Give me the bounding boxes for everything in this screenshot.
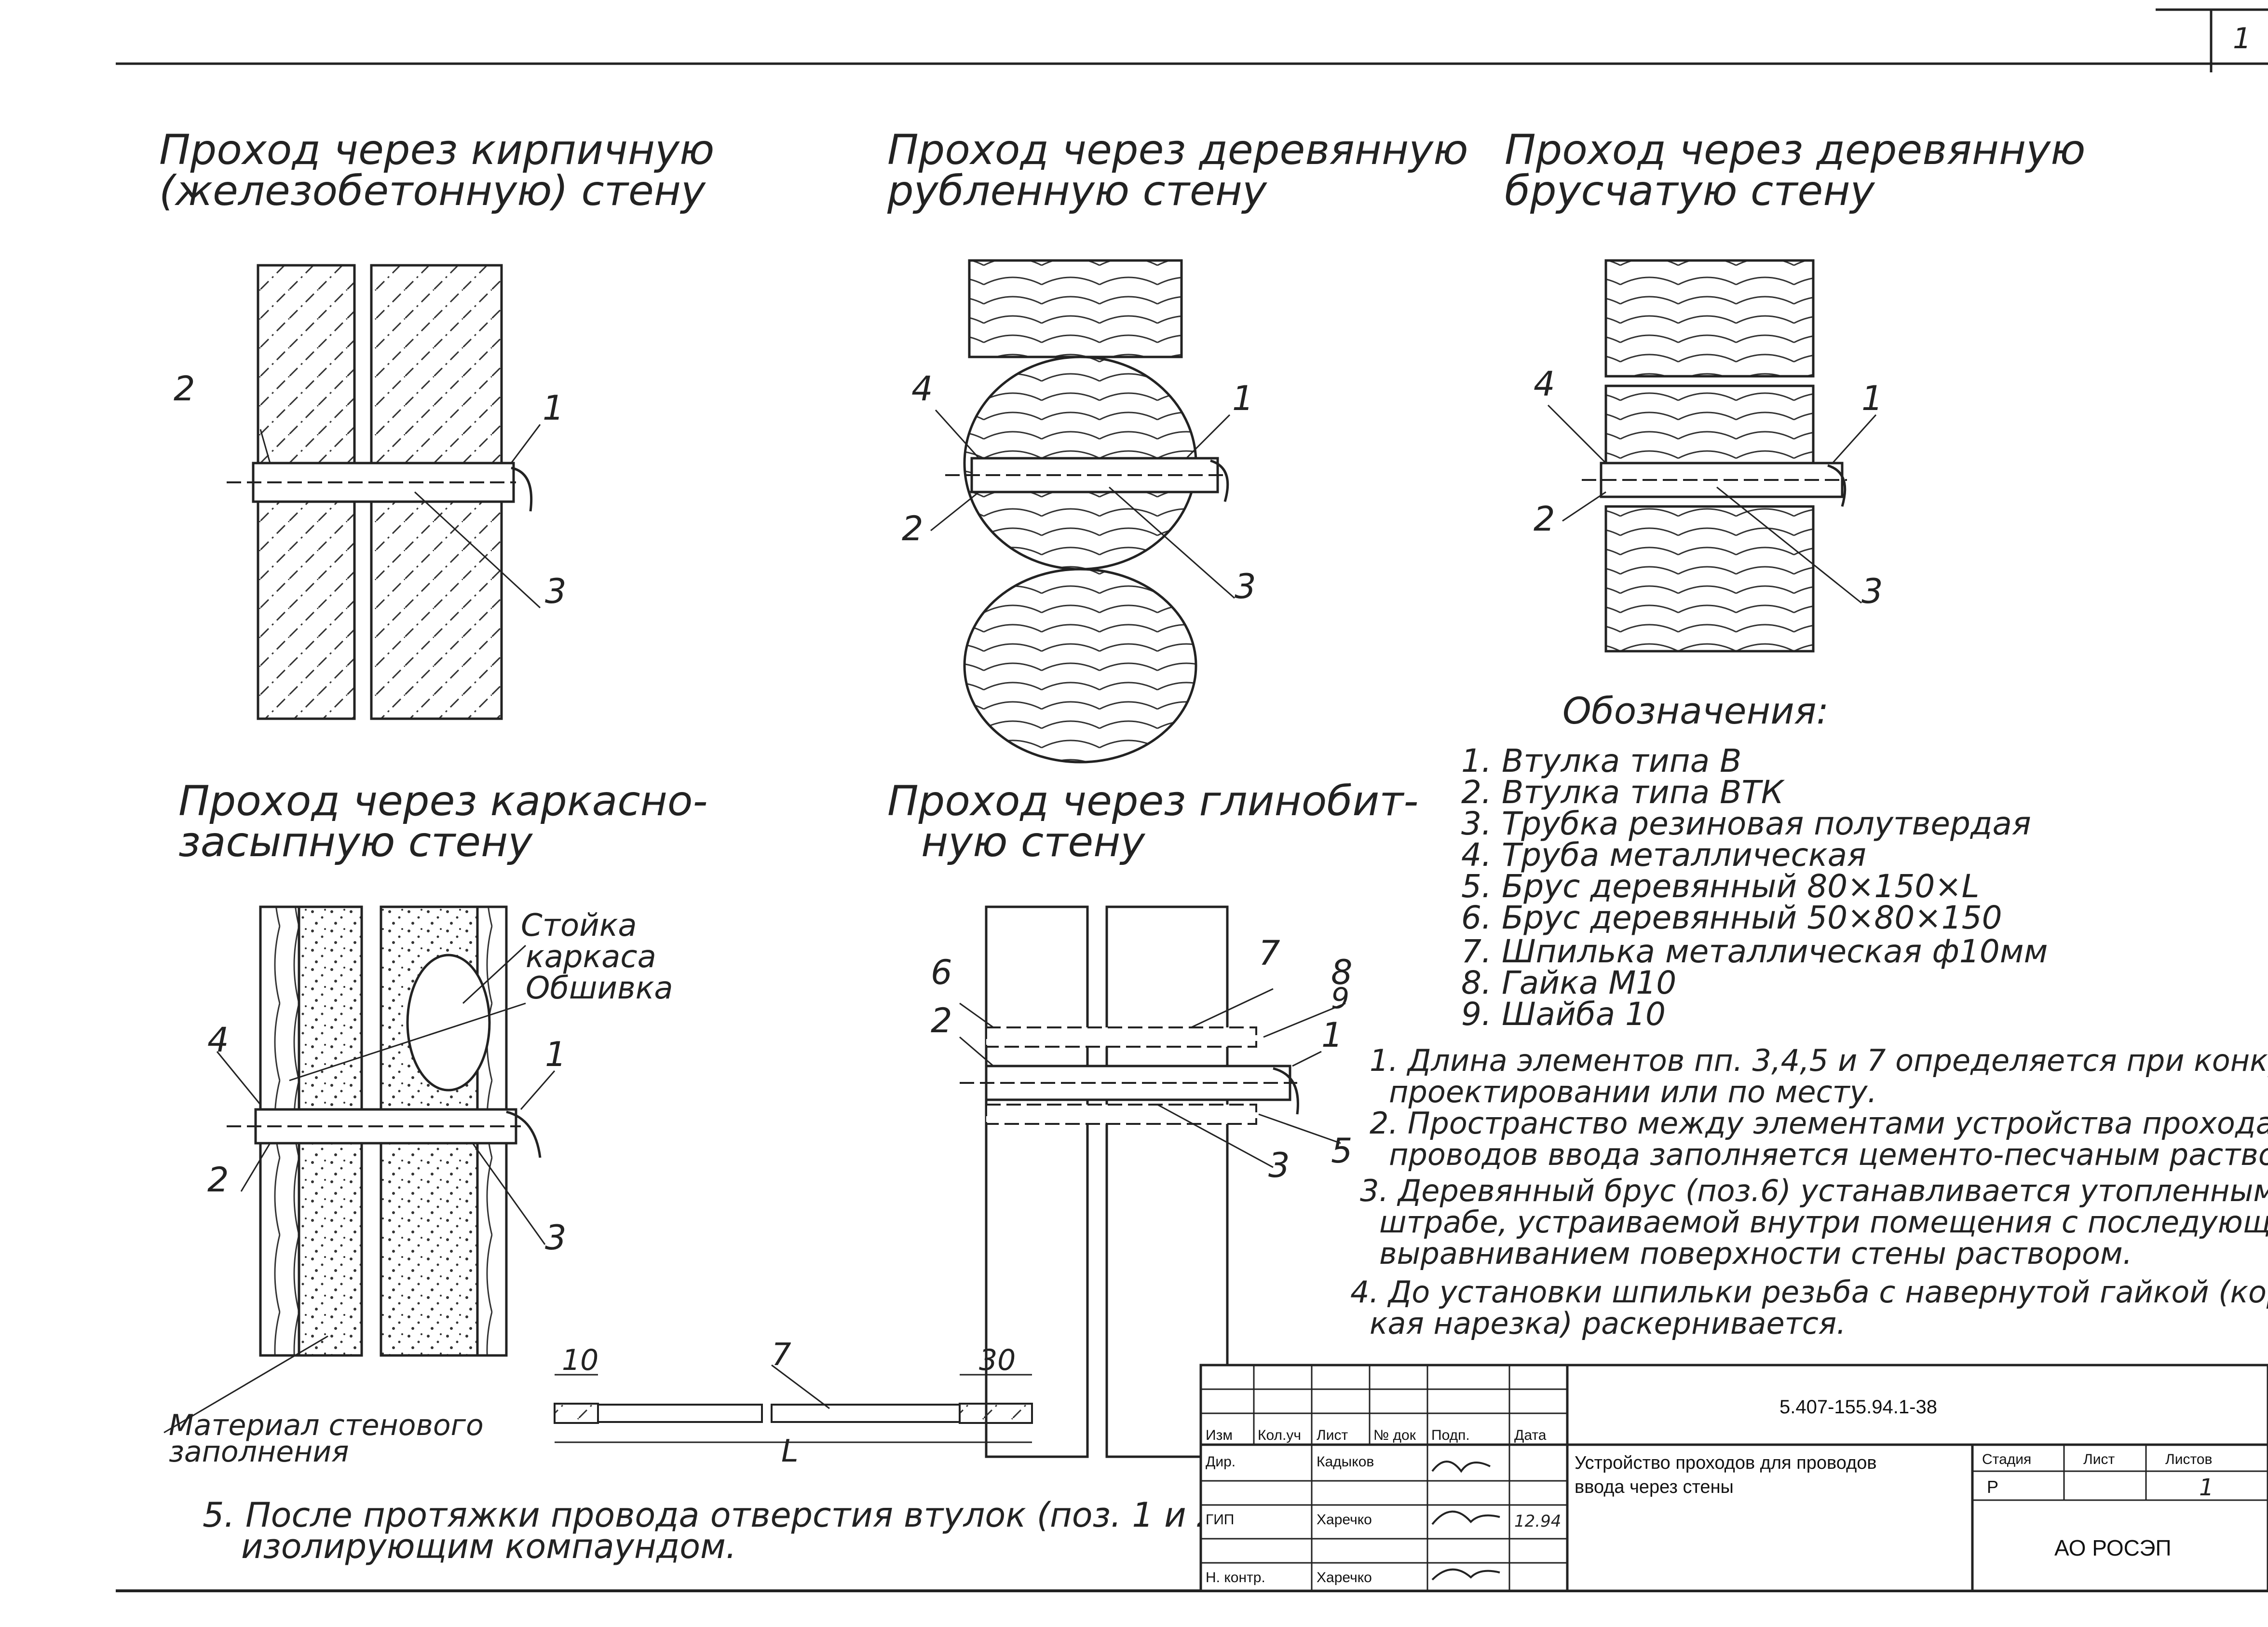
tb-sheets-header: Листов <box>2165 1451 2212 1467</box>
beam-title-line-2: брусчатую стену <box>1505 167 1875 215</box>
tb-header-doc: № док <box>1373 1427 1416 1443</box>
clay-callout-6: 6 <box>931 953 952 992</box>
clay-callout-2: 2 <box>931 1001 952 1040</box>
tb-row-2-role: ГИП <box>1206 1512 1234 1528</box>
clay-callout-7: 7 <box>1259 933 1280 973</box>
legend-item-7: 7. Шпилька металлическая ф10мм <box>1461 933 2048 970</box>
tb-row-3-role: Н. контр. <box>1206 1570 1265 1586</box>
log-title-line-2: рубленную стену <box>887 167 1267 215</box>
log-callout-2: 2 <box>902 509 923 548</box>
brick-title-line-2: (железобетонную) стену <box>159 167 706 215</box>
tb-sheets-value: 1 <box>2199 1474 2214 1501</box>
beam-callout-4: 4 <box>1534 364 1555 404</box>
legend-item-2: 2. Втулка типа ВТК <box>1461 774 1785 811</box>
frame-label-stoyka: Стойка <box>521 908 637 943</box>
note-1-line-1: 1. Длина элементов пп. 3,4,5 и 7 определ… <box>1370 1043 2268 1078</box>
frame-callout-3: 3 <box>545 1218 567 1258</box>
tb-name-line-2: ввода через стены <box>1575 1477 1734 1497</box>
legend-title: Обозначения: <box>1562 689 1829 732</box>
tb-sheet-header: Лист <box>2083 1451 2115 1467</box>
pin-callout-7: 7 <box>772 1337 791 1373</box>
note-1-line-2: проектировании или по месту. <box>1389 1074 1877 1109</box>
frame-label-obshivka: Обшивка <box>526 971 673 1006</box>
frame-title-line-1: Проход через каркасно- <box>178 777 708 825</box>
notes: 1. Длина элементов пп. 3,4,5 и 7 определ… <box>203 1043 2268 1566</box>
tb-stage-value: Р <box>1987 1477 1998 1497</box>
beam-wall-view: Проход через деревянную брусчатую стену … <box>1505 126 2086 653</box>
page-number: 1 <box>2233 22 2251 55</box>
note-3-line-3: выравниванием поверхности стены растворо… <box>1379 1236 2132 1271</box>
tb-row-1-name: Кадыков <box>1317 1454 1374 1470</box>
legend-item-4: 4. Труба металлическая <box>1461 836 1866 874</box>
tb-header-sign: Подп. <box>1431 1427 1470 1443</box>
brick-callout-3: 3 <box>545 572 567 611</box>
frame-label-filling: заполнения <box>169 1435 349 1469</box>
log-callout-3: 3 <box>1235 567 1256 606</box>
frame-label-material: Материал стенового <box>169 1408 484 1442</box>
pin-length-label: L <box>781 1434 799 1469</box>
frame-callout-1: 1 <box>545 1035 567 1074</box>
legend-item-5: 5. Брус деревянный 80×150×L <box>1461 868 1979 905</box>
note-5-line-1: 5. После протяжки провода отверстия втул… <box>203 1495 1364 1535</box>
tb-stage-header: Стадия <box>1982 1451 2031 1467</box>
clay-callout-3: 3 <box>1268 1146 1290 1185</box>
note-3-line-2: штрабе, устраиваемой внутри помещения с … <box>1379 1204 2268 1240</box>
brick-callout-1: 1 <box>543 388 564 428</box>
tb-row-2-name: Харечко <box>1317 1512 1372 1528</box>
tb-org: АО РОСЭП <box>2054 1535 2172 1560</box>
clay-callout-5: 5 <box>1331 1131 1353 1171</box>
log-title-line-1: Проход через деревянную <box>887 126 1468 174</box>
brick-callout-2: 2 <box>174 369 195 409</box>
log-wall-view: Проход через деревянную рубленную стену … <box>887 126 1468 764</box>
clay-wall-view: Проход через глинобит- ную стену 6 7 8 9… <box>887 777 1418 1458</box>
signature-2-icon <box>1431 1510 1500 1525</box>
note-4-line-1: 4. До установки шпильки резьба с наверну… <box>1350 1274 2268 1310</box>
beam-callout-1: 1 <box>1861 379 1883 418</box>
legend-item-6: 6. Брус деревянный 50×80×150 <box>1461 899 2002 936</box>
tb-row-1-role: Дир. <box>1206 1454 1236 1470</box>
tb-header-kol: Кол.уч <box>1258 1427 1301 1443</box>
note-4-line-2: кая нарезка) раскернивается. <box>1370 1306 1846 1341</box>
frame-label-karkasa: каркаса <box>526 939 656 975</box>
log-callout-4: 4 <box>911 369 933 409</box>
log-callout-1: 1 <box>1232 379 1254 418</box>
frame-callout-2: 2 <box>207 1160 229 1200</box>
pin-dim-left: 10 <box>562 1343 598 1377</box>
note-2-line-2: проводов ввода заполняется цементо-песча… <box>1389 1137 2268 1172</box>
tb-row-3-name: Харечко <box>1317 1570 1372 1586</box>
tb-code: 5.407-155.94.1-38 <box>1779 1396 1937 1418</box>
frame-wall-view: Проход через каркасно- засыпную стену Ст… <box>163 777 708 1469</box>
frame-title-line-2: засыпную стену <box>178 818 533 866</box>
legend-item-9: 9. Шайба 10 <box>1461 996 1666 1033</box>
note-2-line-1: 2. Пространство между элементами устройс… <box>1370 1106 2268 1141</box>
legend-item-8: 8. Гайка М10 <box>1461 964 1676 1001</box>
signature-1-icon <box>1431 1461 1491 1473</box>
title-block: Изм Кол.уч Лист № док Подп. Дата Дир. Ка… <box>1199 1364 2268 1592</box>
brick-title-line-1: Проход через кирпичную <box>159 126 714 174</box>
clay-callout-1: 1 <box>1321 1015 1343 1055</box>
pin-dim-right: 30 <box>979 1343 1016 1377</box>
tb-name-line-1: Устройство проходов для проводов <box>1575 1453 1877 1473</box>
frame-callout-4: 4 <box>207 1020 229 1060</box>
clay-title-line-1: Проход через глинобит- <box>887 777 1418 825</box>
legend-item-1: 1. Втулка типа В <box>1461 742 1741 779</box>
clay-title-line-2: ную стену <box>921 818 1145 866</box>
tb-header-izm: Изм <box>1206 1427 1233 1443</box>
tb-header-list: Лист <box>1317 1427 1348 1443</box>
signature-3-icon <box>1431 1568 1500 1581</box>
beam-callout-3: 3 <box>1861 572 1883 611</box>
clay-callout-8: 8 <box>1331 953 1353 992</box>
note-3-line-1: 3. Деревянный брус (поз.6) устанавливает… <box>1360 1173 2268 1208</box>
beam-title-line-1: Проход через деревянную <box>1505 126 2086 174</box>
clay-callout-9: 9 <box>1331 982 1349 1015</box>
beam-callout-2: 2 <box>1534 499 1555 539</box>
pin-detail: 10 30 L 7 <box>554 1337 1033 1469</box>
legend: Обозначения: 1. Втулка типа В 2. Втулка … <box>1461 689 2048 1033</box>
note-5-line-2: изолирующим компаундом. <box>241 1527 736 1566</box>
brick-wall-view: Проход через кирпичную (железобетонную) … <box>159 126 714 720</box>
tb-header-date: Дата <box>1514 1427 1547 1443</box>
legend-item-3: 3. Трубка резиновая полутвердая <box>1461 805 2031 842</box>
tb-row-2-date: 12.94 <box>1514 1512 1561 1531</box>
